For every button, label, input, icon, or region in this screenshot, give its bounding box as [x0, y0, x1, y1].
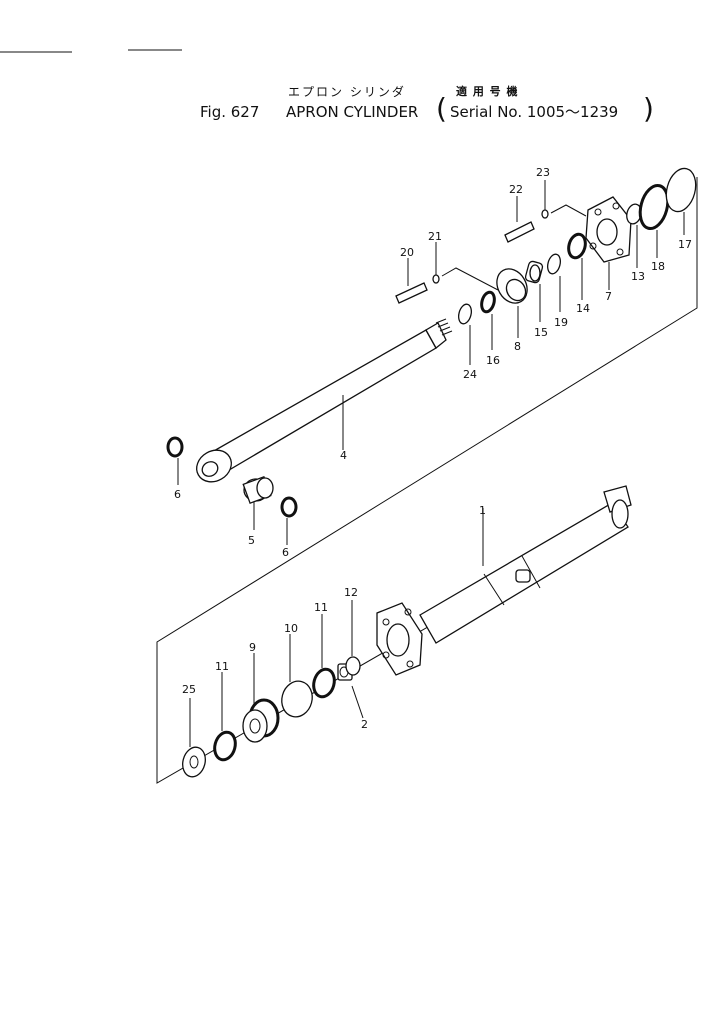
serial-open-paren: (	[436, 92, 447, 125]
piston-9	[242, 653, 280, 743]
ring-16	[480, 290, 496, 350]
piston-rod	[196, 318, 453, 483]
washer-21	[432, 242, 499, 291]
serial-close-paren: )	[643, 92, 654, 125]
part-label-13: 13	[631, 270, 645, 283]
part-label-6-right: 6	[282, 546, 289, 559]
title-japanese-name: エプロン シリンダ	[288, 84, 406, 99]
part-label-23: 23	[536, 166, 550, 179]
figure-name: APRON CYLINDER	[286, 103, 418, 121]
assembly-frame-outline	[156, 177, 698, 784]
title-japanese-models: 適 用 号 機	[456, 84, 519, 98]
part-label-7: 7	[605, 290, 612, 303]
ring-11-upper	[312, 614, 336, 699]
figure-number: Fig. 627	[200, 103, 259, 121]
part-label-18: 18	[651, 260, 665, 273]
bushing-15	[524, 260, 544, 322]
part-label-17: 17	[678, 238, 692, 251]
retainer-8	[496, 268, 528, 338]
bolt-22	[504, 196, 535, 243]
ring-19	[547, 253, 561, 312]
cylinder-head-7	[585, 196, 632, 290]
part-label-10: 10	[284, 622, 298, 635]
part-label-2: 2	[361, 718, 368, 731]
part-label-11-lower: 11	[215, 660, 229, 673]
part-label-20: 20	[400, 246, 414, 259]
serial-range: Serial No. 1005～1239	[450, 103, 618, 121]
bolt-20	[395, 258, 428, 304]
washer-23	[541, 180, 587, 219]
part-label-25: 25	[182, 683, 196, 696]
part-label-11-upper: 11	[314, 601, 328, 614]
part-label-19: 19	[554, 316, 568, 329]
part-label-9: 9	[249, 641, 256, 654]
washer-25	[182, 698, 206, 778]
snap-ring-right	[280, 496, 298, 545]
part-label-22: 22	[509, 183, 523, 196]
part-label-1: 1	[479, 504, 486, 517]
cylinder-tube-1	[376, 485, 632, 676]
wear-ring-10	[281, 634, 313, 718]
figure-title: エプロン シリンダ 適 用 号 機 Fig. 627 APRON CYLINDE…	[200, 84, 654, 125]
part-label-15: 15	[534, 326, 548, 339]
part-label-5: 5	[248, 534, 255, 547]
part-labels: 1 2 4 5 6 6 7 8 9 10 11 11 12 13 14 15 1…	[174, 166, 692, 731]
o-ring-17	[665, 167, 697, 235]
ring-18	[638, 183, 670, 258]
spacer-12	[345, 600, 361, 676]
ring-24	[458, 303, 472, 365]
part-label-16: 16	[486, 354, 500, 367]
header-rule-marks	[0, 49, 182, 53]
part-label-8: 8	[514, 340, 521, 353]
part-label-12: 12	[344, 586, 358, 599]
seal-14	[567, 232, 587, 300]
part-label-4: 4	[340, 449, 347, 462]
part-label-21: 21	[428, 230, 442, 243]
part-label-24: 24	[463, 368, 477, 381]
part-label-14: 14	[576, 302, 590, 315]
part-label-6-left: 6	[174, 488, 181, 501]
ring-11-lower	[213, 672, 237, 762]
snap-ring-left	[166, 436, 184, 485]
rod-eye-bushing	[242, 476, 274, 530]
